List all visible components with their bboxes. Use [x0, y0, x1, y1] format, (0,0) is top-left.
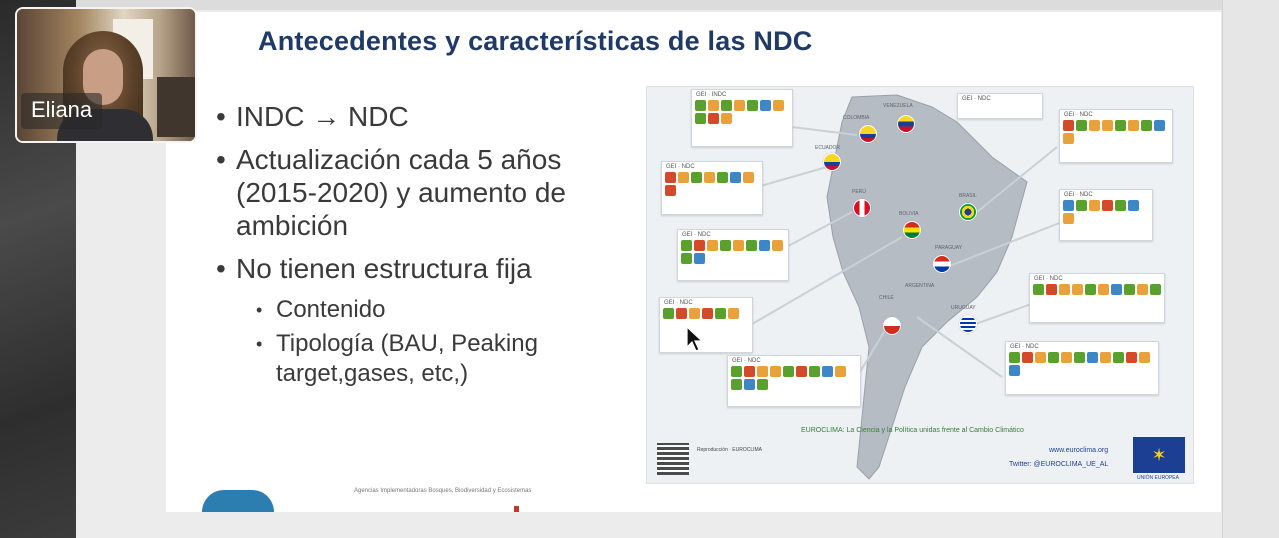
uruguay-flag-icon	[959, 315, 977, 333]
bullet-item: •No tienen estructura fija	[216, 253, 532, 284]
ndc-map-infographic: COLOMBIA VENEZUELA ECUADOR PERÚ BOLIVIA …	[646, 86, 1194, 484]
map-footer-title: EUROCLIMA: La Ciencia y la Política unid…	[801, 427, 1024, 434]
top-toolbar-strip	[76, 0, 1279, 10]
country-label: ARGENTINA	[905, 283, 935, 289]
bullet-item: •INDC → NDC	[216, 101, 409, 132]
brazil-flag-icon	[959, 203, 977, 221]
ndc-callout: GEI · NDC	[661, 161, 763, 215]
bolivia-flag-icon	[903, 221, 921, 239]
peru-flag-icon	[853, 199, 871, 217]
eu-label: UNIÓN EUROPEA	[1137, 475, 1179, 481]
chile-flag-icon	[883, 317, 901, 335]
bullet-list: •INDC → NDC •Actualización cada 5 años (…	[216, 100, 616, 393]
map-site: www.euroclima.org	[1049, 447, 1109, 454]
ndc-callout: GEI · NDC	[1029, 273, 1165, 323]
ndc-callout: GEI · NDC	[659, 297, 753, 353]
ecuador-flag-icon	[823, 153, 841, 171]
country-label: BOLIVIA	[899, 211, 919, 217]
participant-name: Eliana	[21, 93, 103, 129]
ndc-callout: GEI · NDC	[1059, 109, 1173, 163]
ndc-callout: GEI · NDC	[677, 229, 789, 281]
map-twitter: Twitter: @EUROCLIMA_UE_AL	[1009, 461, 1109, 468]
country-label: COLOMBIA	[843, 115, 870, 121]
ndc-callout: GEI · NDC	[957, 93, 1043, 119]
sub-bullet-item: •Tipología (BAU, Peaking target,gases, e…	[256, 330, 538, 387]
south-america-map	[746, 94, 1063, 480]
ndc-callout: GEI · NDC	[1059, 189, 1153, 241]
country-label: VENEZUELA	[883, 103, 913, 109]
ndc-callout: GEI · INDC	[691, 89, 793, 147]
venezuela-flag-icon	[897, 115, 915, 133]
ndc-callout: GEI · NDC	[1005, 341, 1159, 395]
participant-video-tile[interactable]: Eliana	[15, 7, 197, 143]
agencies-caption: Agencias Implementadoras Bosques, Biodiv…	[354, 488, 532, 494]
paraguay-flag-icon	[933, 255, 951, 273]
presentation-slide: Antecedentes y características de las ND…	[166, 12, 1221, 512]
country-label: CHILE	[879, 295, 894, 301]
country-label: ECUADOR	[815, 145, 841, 151]
organization-logo-icon	[202, 490, 274, 512]
country-label: PARAGUAY	[935, 245, 963, 251]
country-label: URUGUAY	[951, 305, 976, 311]
map-credits: Reproducción · EUROCLIMA	[697, 447, 763, 453]
mouse-cursor-icon	[686, 326, 704, 352]
country-label: PERÚ	[852, 189, 866, 195]
ndc-callout: GEI · NDC	[727, 355, 861, 407]
qr-code-icon	[657, 443, 689, 475]
partner-logo-mark-icon	[514, 506, 519, 512]
right-panel-edge	[1222, 0, 1279, 538]
slide-title: Antecedentes y características de las ND…	[258, 26, 813, 56]
country-label: BRASIL	[959, 193, 977, 199]
bullet-item: •Actualización cada 5 años (2015-2020) y…	[216, 144, 566, 241]
eu-flag-icon: ✶	[1133, 437, 1185, 473]
sub-bullet-item: •Contenido	[256, 296, 386, 323]
colombia-flag-icon	[859, 125, 877, 143]
